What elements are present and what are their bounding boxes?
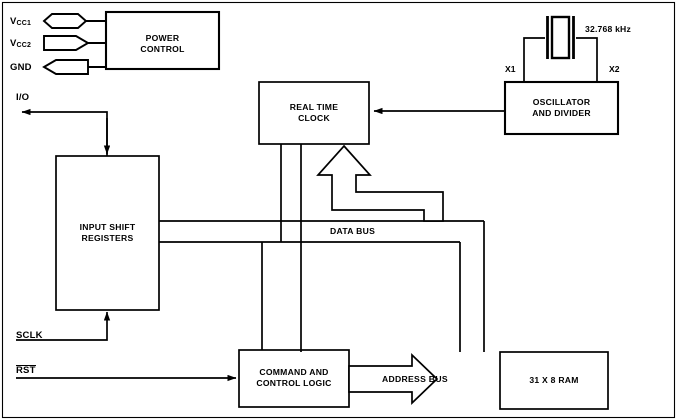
pin-label-vcc2-text: V <box>10 38 17 49</box>
pin-label-sclk: SCLK <box>16 330 43 341</box>
wire-io <box>21 108 108 156</box>
block-power-control <box>104 10 221 71</box>
bus-label-data-bus: DATA BUS <box>330 226 376 236</box>
crystal-frequency-label: 32.768 kHz <box>585 24 631 34</box>
pin-label-gnd: GND <box>10 62 32 73</box>
pin-shape-vcc1 <box>42 13 88 29</box>
wire-sclk <box>16 311 111 341</box>
crystal-body <box>550 15 571 60</box>
block-oscillator-and-divider <box>503 80 620 136</box>
pin-label-rst-text: RST <box>16 365 36 376</box>
wire-x1 <box>523 37 545 82</box>
arrow-address-bus <box>348 353 439 405</box>
bus-label-address-bus: ADDRESS BUS <box>382 374 448 384</box>
pin-label-rst: RST <box>16 365 36 376</box>
wire-x2 <box>576 37 598 82</box>
pin-label-io: I/O <box>16 92 30 103</box>
pin-shape-vcc2 <box>43 35 90 51</box>
block-ram <box>499 351 609 410</box>
node-label-x2: X2 <box>609 64 620 74</box>
pin-label-vcc1: VCC1 <box>10 16 31 27</box>
block-command-and-control-logic <box>238 349 350 408</box>
pin-label-vcc1-sub: CC1 <box>16 20 32 27</box>
pin-label-vcc1-text: V <box>10 16 17 27</box>
pin-shape-gnd <box>42 59 89 75</box>
block-input-shift-registers <box>55 155 160 311</box>
pin-label-vcc2: VCC2 <box>10 38 31 49</box>
arrow-data-bus-to-rtc <box>316 144 444 222</box>
block-real-time-clock <box>258 81 370 145</box>
pin-label-vcc2-sub: CC2 <box>16 42 32 49</box>
node-label-x1: X1 <box>505 64 516 74</box>
